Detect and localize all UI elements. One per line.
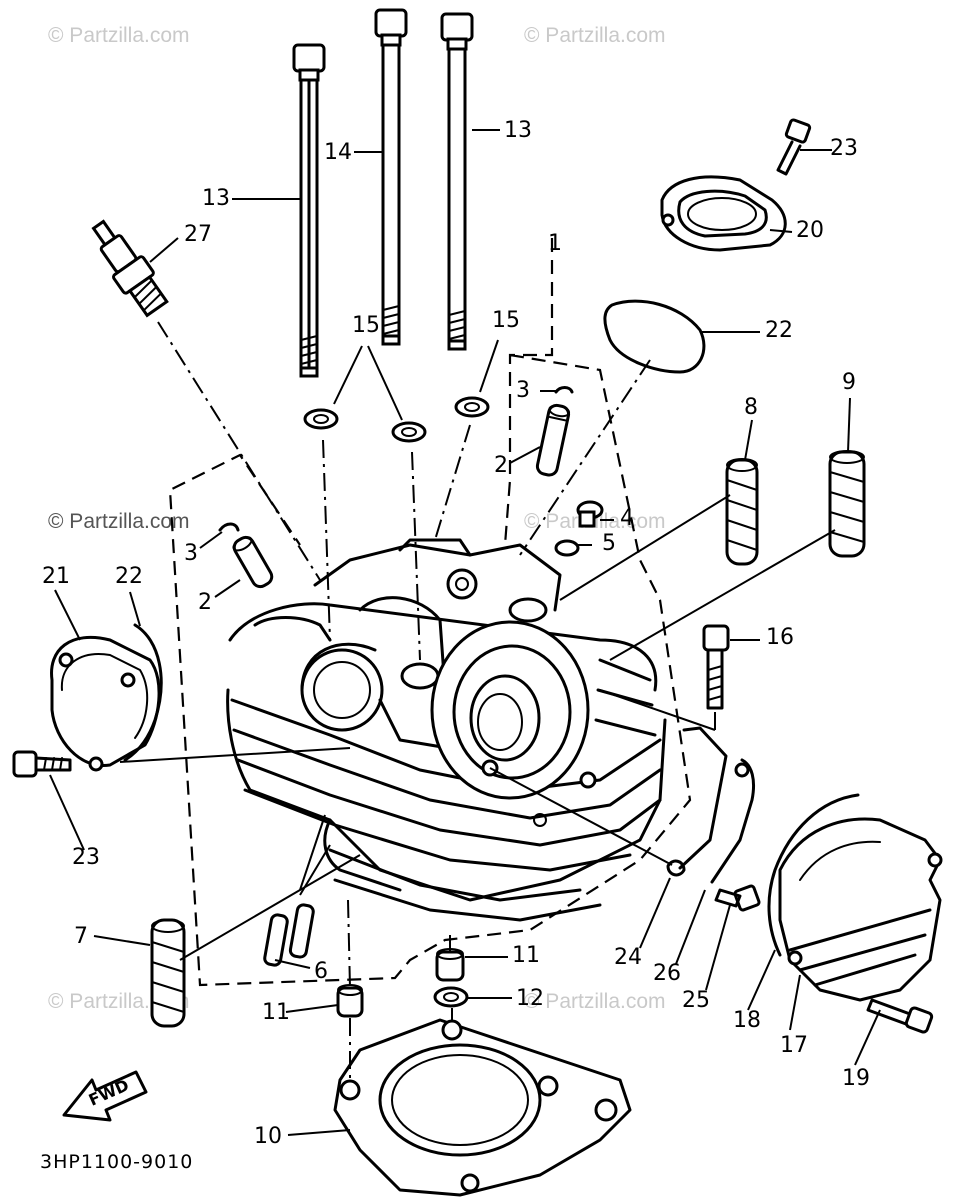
callout-26: 26 (653, 961, 681, 986)
callout-13-left: 13 (202, 186, 230, 211)
gasket-18 (767, 793, 860, 957)
watermark-top-left: © Partzilla.com (48, 24, 190, 47)
callout-leader-lines (49, 129, 881, 1136)
callout-22-upper: 22 (765, 318, 793, 343)
dowel-8 (725, 458, 759, 566)
callout-3-lower: 3 (184, 541, 198, 566)
bolt-25 (714, 884, 761, 912)
callout-21: 21 (42, 564, 70, 589)
callout-19: 19 (842, 1066, 870, 1091)
watermark-bottom-right: © Partzilla.com (524, 990, 666, 1013)
callout-23-right: 23 (830, 136, 858, 161)
dowel-9 (828, 450, 866, 558)
cylinder-head (226, 538, 667, 922)
callout-2-upper: 2 (494, 453, 508, 478)
callout-25: 25 (682, 988, 710, 1013)
gasket-22-upper (603, 299, 706, 374)
callout-6: 6 (314, 959, 328, 984)
callout-15-left: 15 (352, 313, 380, 338)
head-bolt-13-right (440, 12, 474, 351)
callout-3-upper: 3 (516, 378, 530, 403)
callout-18: 18 (733, 1008, 761, 1033)
callout-27: 27 (184, 222, 212, 247)
callout-24: 24 (614, 945, 642, 970)
callout-16: 16 (766, 625, 794, 650)
callout-23-left: 23 (72, 845, 100, 870)
watermark-top-right: © Partzilla.com (524, 24, 666, 47)
gasket-22-left (123, 623, 163, 762)
spark-plug (91, 219, 169, 318)
callout-14: 14 (324, 140, 352, 165)
washer-15-a (303, 408, 339, 430)
side-cover-17 (778, 817, 943, 1002)
callout-13-right: 13 (504, 118, 532, 143)
head-bolt-14 (374, 8, 408, 346)
plug-24 (666, 859, 686, 877)
callout-10: 10 (254, 1124, 282, 1149)
callout-5: 5 (602, 531, 616, 556)
callout-9: 9 (842, 370, 856, 395)
callout-15-right: 15 (492, 308, 520, 333)
callout-17: 17 (780, 1033, 808, 1058)
diagram-code: 3HP1100-9010 (40, 1151, 194, 1173)
callout-7: 7 (74, 924, 88, 949)
washer-15-b (391, 421, 427, 443)
dowel-11-right (435, 948, 465, 982)
seal-12 (433, 986, 469, 1008)
callout-2-lower: 2 (198, 590, 212, 615)
callout-11-left: 11 (262, 1000, 290, 1025)
head-gasket-10 (333, 1018, 632, 1197)
pins-6 (263, 903, 315, 967)
washer-15-c (454, 396, 490, 418)
valve-guide-2-lower (232, 535, 274, 589)
callout-1: 1 (548, 231, 562, 256)
manifold-20 (660, 175, 787, 252)
bracket-26 (678, 726, 756, 884)
bolt-4 (576, 500, 604, 528)
clip-3-upper (554, 386, 574, 394)
callout-4: 4 (620, 506, 634, 531)
valve-guide-2-upper (535, 403, 571, 477)
bolt-19 (866, 998, 934, 1034)
callout-11-right: 11 (512, 943, 540, 968)
bolt-16 (702, 624, 730, 710)
head-bolt-13-left (292, 43, 326, 378)
callout-20: 20 (796, 218, 824, 243)
watermark-middle-left: © Partzilla.com (48, 510, 190, 533)
callout-8: 8 (744, 395, 758, 420)
bolt-23-left (12, 750, 72, 778)
clip-3-lower (218, 522, 240, 532)
bolt-23-right (776, 118, 812, 176)
callout-22-left: 22 (115, 564, 143, 589)
callout-12: 12 (516, 986, 544, 1011)
dowel-7 (150, 918, 186, 1028)
assembly-outline (168, 238, 692, 987)
forward-arrow-icon (62, 1070, 148, 1122)
dowel-11-left (336, 984, 364, 1018)
tappet-cover-21 (50, 635, 161, 772)
spark-plug-leader (157, 321, 321, 581)
washer-5 (554, 539, 580, 557)
